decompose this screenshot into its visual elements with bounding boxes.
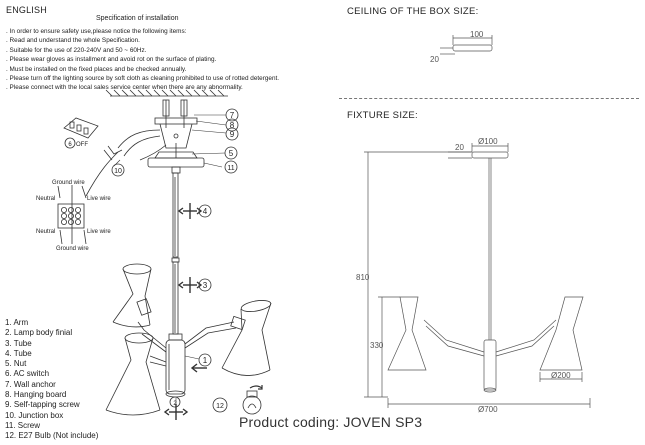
callout-12: 12 bbox=[216, 403, 224, 410]
part-item: 4. Tube bbox=[5, 348, 32, 358]
product-coding: Product coding: JOVEN SP3 bbox=[239, 414, 423, 430]
callout-4: 4 bbox=[203, 207, 208, 216]
callout-3: 3 bbox=[203, 281, 208, 290]
fixture-canopy bbox=[471, 151, 509, 159]
arrow-icon bbox=[190, 363, 207, 373]
note-item: . Please connect with the local sales se… bbox=[6, 84, 243, 92]
rotation-icon bbox=[249, 385, 263, 390]
lamp-shade bbox=[221, 300, 272, 376]
fixture-size-title: FIXTURE SIZE: bbox=[347, 110, 418, 121]
part-item: 11. Screw bbox=[5, 420, 40, 430]
note-item: . Please wear gloves as installment and … bbox=[6, 56, 217, 64]
lamp-body bbox=[165, 333, 186, 398]
callout-2: 2 bbox=[173, 401, 177, 407]
callout-circles bbox=[64, 108, 239, 413]
ground-wire-label-bottom: Ground wire bbox=[56, 246, 89, 252]
callout-11: 11 bbox=[227, 165, 234, 172]
fixture-arm bbox=[495, 325, 555, 357]
arm bbox=[136, 298, 246, 367]
canopy-width-label: Ø100 bbox=[478, 137, 498, 146]
shade-width-label: Ø200 bbox=[551, 371, 571, 380]
part-item: 2. Lamp body finial bbox=[5, 328, 73, 338]
part-item: 7. Wall anchor bbox=[5, 379, 56, 389]
wall-anchor-icon bbox=[162, 99, 188, 128]
box-height-label: 20 bbox=[430, 55, 439, 64]
total-height-label: 810 bbox=[356, 273, 370, 282]
part-item: 3. Tube bbox=[5, 338, 32, 348]
canopy bbox=[147, 143, 205, 174]
callout-6: 6 bbox=[68, 142, 72, 148]
ceiling-hatch bbox=[105, 89, 228, 97]
neutral-label-bottom: Neutral bbox=[36, 229, 55, 235]
fixture-arm bbox=[423, 319, 485, 353]
junction-wires bbox=[103, 145, 123, 161]
callout-10: 10 bbox=[114, 168, 122, 175]
live-wire-label-bottom: Live wire bbox=[87, 229, 111, 235]
part-item: 8. Hanging board bbox=[5, 390, 67, 400]
ceiling-box-title: CEILING OF THE BOX SIZE: bbox=[347, 6, 479, 17]
down-rod bbox=[171, 172, 180, 335]
ground-wire-label-top: Ground wire bbox=[52, 180, 85, 186]
body-height-label: 330 bbox=[370, 341, 384, 350]
note-item: . Suitable for the use of 220-240V and 5… bbox=[6, 46, 147, 54]
box-width-label: 100 bbox=[470, 30, 484, 39]
terminal-block-icon bbox=[63, 117, 99, 139]
fixture-body bbox=[483, 387, 497, 393]
note-item: . In order to ensure safety use,please n… bbox=[6, 28, 187, 35]
note-item: . Must be installed on the fixed places … bbox=[6, 65, 187, 73]
part-item: 6. AC switch bbox=[5, 369, 50, 379]
part-item: 12. E27 Bulb (Not include) bbox=[5, 431, 99, 441]
total-width-label: Ø700 bbox=[478, 405, 498, 414]
parts-list: 1. Arm 2. Lamp body finial 3. Tube 4. Tu… bbox=[5, 318, 98, 442]
callout-7: 7 bbox=[230, 111, 235, 120]
language-label: ENGLISH bbox=[6, 5, 47, 15]
callout-5: 5 bbox=[229, 149, 234, 158]
canopy-height-label: 20 bbox=[455, 143, 464, 152]
cable bbox=[117, 129, 161, 149]
rotation-icon bbox=[177, 203, 203, 219]
spec-title: Specification of installation bbox=[96, 15, 179, 22]
part-item: 5. Nut bbox=[5, 359, 27, 369]
fixture-arm bbox=[495, 319, 557, 353]
note-item: . Read and understand the whole Specific… bbox=[6, 37, 140, 45]
section-divider bbox=[339, 98, 639, 99]
callout-leaders bbox=[113, 114, 227, 360]
fixture-shade bbox=[387, 296, 427, 371]
fixture-body bbox=[483, 339, 497, 391]
callout-9: 9 bbox=[230, 130, 235, 139]
part-item: 10. Junction box bbox=[5, 410, 64, 420]
lamp-shade bbox=[105, 332, 161, 416]
part-item: 9. Self-tapping screw bbox=[5, 400, 80, 410]
live-wire-label-top: Live wire bbox=[87, 196, 111, 202]
part-item: 1. Arm bbox=[5, 318, 29, 327]
cable bbox=[123, 135, 161, 157]
cable bbox=[139, 144, 167, 161]
note-item: . Please turn off the lighting source by… bbox=[6, 75, 280, 83]
rotation-icon bbox=[177, 277, 203, 293]
lamp-shade bbox=[112, 263, 152, 328]
bulb-icon bbox=[242, 390, 262, 415]
neutral-label-top: Neutral bbox=[36, 196, 55, 202]
safety-notes: . In order to ensure safety use,please n… bbox=[6, 27, 336, 93]
switch-off-label: OFF bbox=[76, 142, 88, 148]
fixture-shade bbox=[539, 296, 584, 371]
fixture-arm bbox=[425, 325, 485, 357]
cable bbox=[85, 151, 119, 197]
wiring-connector-diagram bbox=[57, 185, 87, 245]
callout-1: 1 bbox=[203, 356, 208, 365]
callout-8: 8 bbox=[230, 121, 235, 130]
